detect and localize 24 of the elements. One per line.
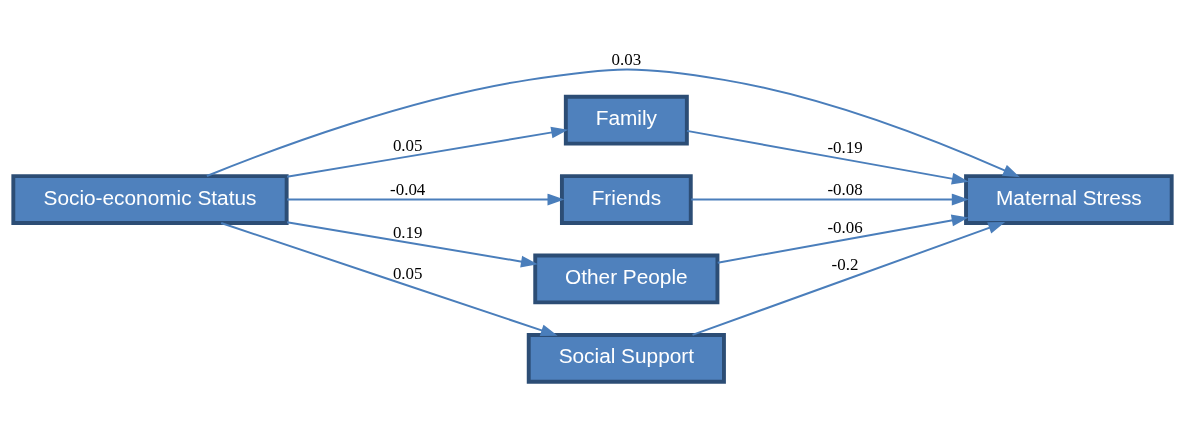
arrow [286, 193, 565, 205]
arrow [205, 67, 1020, 177]
edge-label: 0.05 [392, 263, 423, 283]
edge-label: -0.08 [827, 179, 863, 199]
arrow [686, 129, 969, 185]
edge-label: -0.19 [827, 137, 863, 157]
arrow [286, 220, 538, 267]
edge-label: -0.06 [827, 217, 863, 237]
arrow [691, 221, 1006, 336]
arrow [220, 221, 558, 336]
node-box: Social Support [526, 332, 726, 384]
edge-label: 0.05 [392, 135, 423, 155]
node-box: Friends [559, 173, 693, 225]
node-box: Maternal Stress [964, 173, 1174, 225]
edge-label: 0.19 [392, 222, 423, 242]
arrow [286, 126, 569, 178]
arrow [716, 214, 969, 264]
edge-label: -0.04 [390, 179, 426, 199]
arrow [690, 193, 969, 205]
edge-label: 0.03 [611, 49, 642, 69]
node-box: Family [563, 94, 689, 146]
edge-label: -0.2 [831, 254, 859, 274]
node-box: Socio-economic Status [11, 173, 289, 225]
node-box: Other People [533, 253, 720, 304]
